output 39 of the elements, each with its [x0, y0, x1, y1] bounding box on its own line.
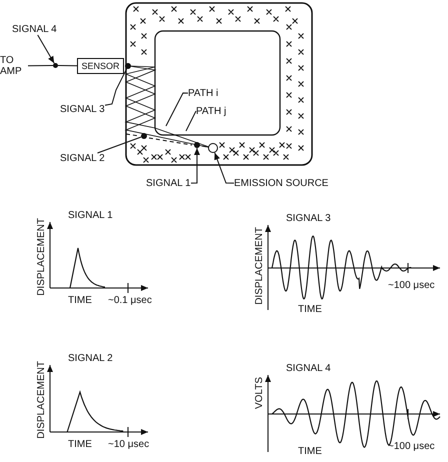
- axis-label: DISPLACEMENT: [36, 361, 47, 439]
- chart-title: SIGNAL 4: [286, 363, 331, 374]
- leader-line: [104, 68, 128, 106]
- callout-label: SIGNAL 4: [12, 24, 57, 35]
- axis-label: TIME: [298, 446, 322, 457]
- sensor-dot: [125, 63, 131, 69]
- wire: [28, 65, 54, 66]
- axis-label: TIME: [68, 439, 92, 450]
- chart-title: SIGNAL 1: [68, 210, 113, 221]
- callout-label: SIGNAL 3: [60, 104, 105, 115]
- axis-label: DISPLACEMENT: [36, 218, 47, 296]
- leader-line: [190, 148, 200, 184]
- chart-title: SIGNAL 3: [286, 213, 331, 224]
- sensor-dot: [141, 133, 147, 139]
- leader-line: [186, 110, 196, 132]
- time-scale-label: ~100 μsec: [388, 441, 435, 452]
- time-scale-label: ~100 μsec: [388, 280, 435, 291]
- time-scale-label: ~0.1 μsec: [108, 295, 152, 306]
- leader-line: [214, 152, 234, 184]
- leader-line: [37, 34, 55, 64]
- callout-label: TO AMP: [0, 55, 28, 77]
- emission-source-circle: [208, 143, 218, 153]
- leader-line: [166, 92, 188, 126]
- axis-label: TIME: [68, 295, 92, 306]
- axis-label: TIME: [298, 304, 322, 315]
- sensor-dot: [52, 62, 58, 68]
- callout-label: EMISSION SOURCE: [234, 178, 328, 189]
- callout-label: PATH j: [196, 106, 226, 117]
- callout-label: SIGNAL 1: [146, 178, 191, 189]
- leader-line: [97, 136, 142, 154]
- time-scale-label: ~10 μsec: [108, 439, 150, 450]
- chart-title: SIGNAL 2: [68, 353, 113, 364]
- wire: [58, 65, 78, 66]
- sensor-box: SENSOR: [77, 58, 124, 74]
- callout-label: SIGNAL 2: [60, 153, 105, 164]
- callout-label: PATH i: [188, 88, 218, 99]
- axis-label: VOLTS: [254, 377, 265, 410]
- axis-label: DISPLACEMENT: [254, 227, 265, 305]
- sensor-dot: [194, 142, 200, 148]
